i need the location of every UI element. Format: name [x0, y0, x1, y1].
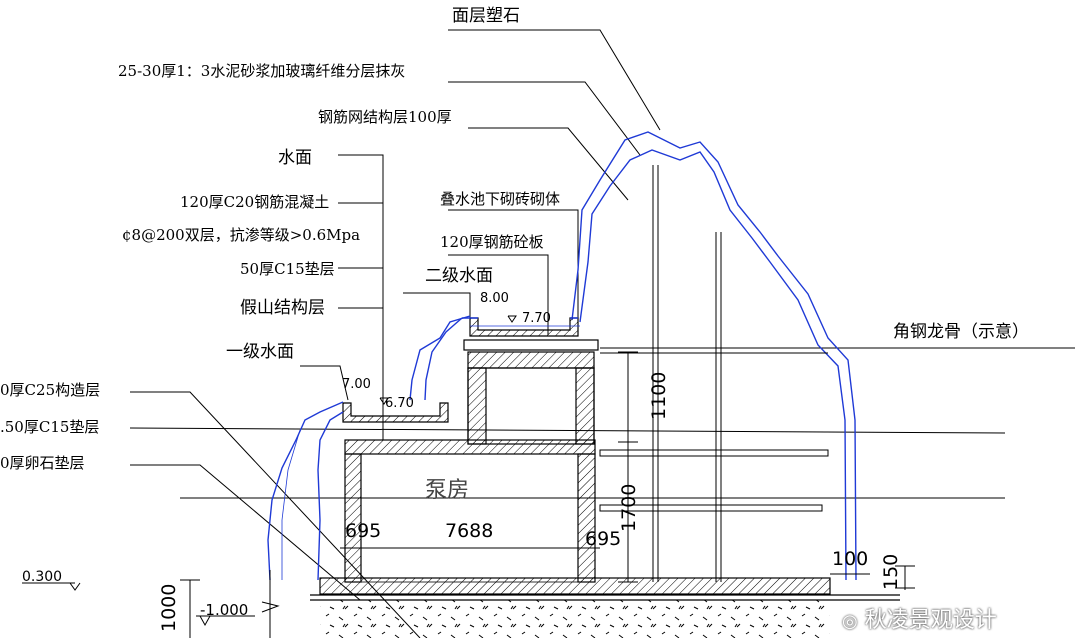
label-c15-50: 50厚C15垫层 [240, 260, 335, 278]
label-rc-slab: 120厚钢筋砼板 [440, 233, 544, 251]
pools [342, 317, 579, 423]
dim-1700: 1700 [618, 483, 640, 532]
label-angle-steel: 角钢龙骨（示意） [893, 322, 1029, 342]
label-pebble-layer: 0厚卵石垫层 [0, 454, 85, 472]
dimension-lines [22, 351, 915, 638]
level-670: 6.70 [385, 396, 414, 411]
upper-block [463, 339, 599, 445]
level-markers [379, 315, 517, 405]
level-0300: 0.300 [22, 569, 63, 585]
label-rebar-spec: ¢8@200双层，抗渗等级>0.6Mpa [122, 226, 361, 244]
dim-695-right: 695 [585, 528, 622, 550]
level-700: 7.00 [342, 377, 371, 392]
watermark-text: 秋凌景观设计 [864, 608, 997, 633]
dim-1100: 1100 [648, 371, 670, 420]
label-pump-room: 泵房 [425, 478, 470, 503]
watermark: ◎ 秋凌景观设计 [842, 610, 997, 632]
label-second-water: 二级水面 [425, 266, 493, 286]
label-c15-150: .50厚C15垫层 [0, 418, 100, 436]
label-rockery-structure: 假山结构层 [240, 298, 325, 318]
water-lines [267, 315, 580, 581]
label-plaster-layer: 25-30厚1：3水泥砂浆加玻璃纤维分层抹灰 [118, 62, 406, 80]
level-800: 8.00 [480, 291, 509, 306]
wechat-icon: ◎ [842, 611, 858, 632]
label-first-water: 一级水面 [226, 342, 294, 362]
rockery-outline [571, 131, 857, 581]
pump-room [310, 439, 900, 638]
leader-lines [129, 29, 1075, 638]
level-minus-1000: -1.000 [200, 601, 249, 619]
label-brick-masonry: 叠水池下砌砖砌体 [440, 190, 561, 208]
dim-7688: 7688 [445, 520, 494, 542]
dim-695-left: 695 [345, 520, 382, 542]
dim-1000: 1000 [158, 583, 180, 632]
label-c25-layer: 0厚C25构造层 [0, 381, 101, 399]
label-mesh-layer: 钢筋网结构层100厚 [318, 108, 452, 126]
dim-150: 150 [880, 553, 902, 590]
steel-members [599, 165, 829, 582]
dim-100: 100 [832, 548, 869, 570]
level-770: 7.70 [522, 311, 551, 326]
label-water-surface: 水面 [278, 148, 312, 168]
label-surface-rock: 面层塑石 [452, 6, 520, 26]
label-c20-concrete: 120厚C20钢筋混凝土 [180, 193, 330, 211]
